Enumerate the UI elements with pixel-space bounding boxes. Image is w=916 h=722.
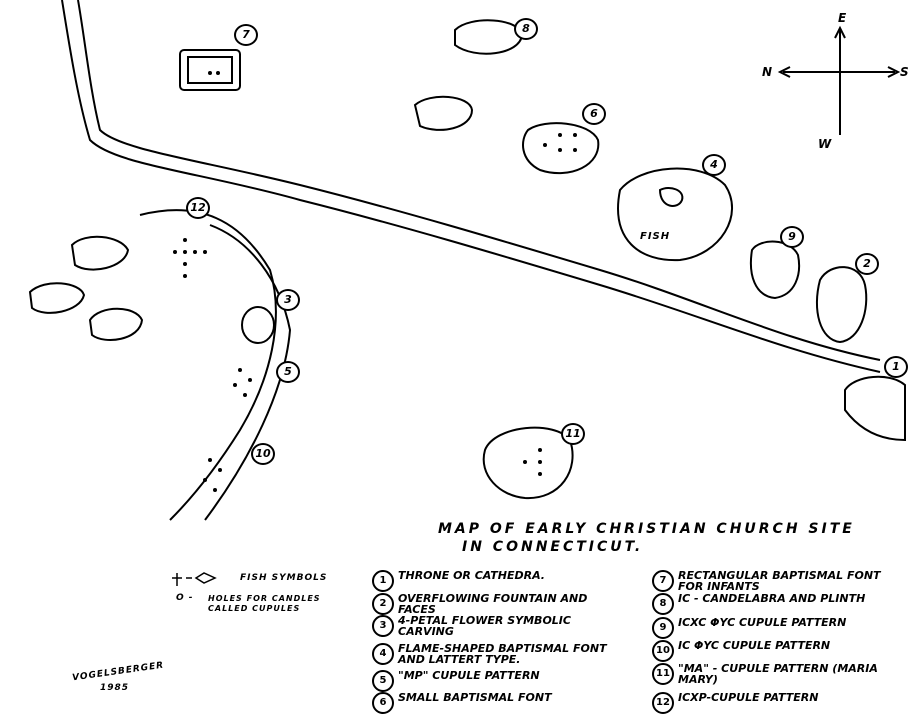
- legend-item-2: 2Overflowing fountain and faces: [372, 593, 628, 615]
- rock-left-3: [88, 307, 144, 341]
- legend-text: Rectangular baptismal font for infants: [678, 569, 881, 593]
- legend-item-3: 34-Petal flower symbolic carving: [372, 615, 598, 637]
- legend-text: Overflowing fountain and faces: [398, 592, 588, 616]
- rock-6: [522, 122, 600, 175]
- stream-bank: [61, 0, 881, 373]
- compass-south: S: [900, 65, 910, 79]
- legend-item-7: 7Rectangular baptismal font for infants: [652, 570, 898, 592]
- legend-num: 10: [652, 640, 674, 662]
- rock-left-2: [28, 282, 86, 314]
- legend-num: 9: [652, 617, 674, 639]
- marker-1: 1: [884, 356, 908, 378]
- legend-item-4: 4Flame-shaped baptismal font and lattert…: [372, 643, 608, 665]
- map-subtitle: in Connecticut.: [462, 539, 644, 555]
- map-title: Map of Early Christian Church Site: [438, 521, 855, 537]
- rock-1: [844, 375, 906, 442]
- fish-symbol-icon: [172, 572, 217, 586]
- rock-4: [617, 167, 734, 262]
- rock-left-1: [70, 235, 130, 271]
- legend-item-10: 10 IC ΦYC cupule pattern: [652, 640, 830, 662]
- legend-item-12: 12 ICXP-cupule pattern: [652, 692, 818, 714]
- rock-11: [482, 426, 574, 500]
- legend-num: 7: [652, 570, 674, 592]
- legend-num: 5: [372, 670, 394, 692]
- legend-item-9: 9 ICXC ΦYC cupule pattern: [652, 617, 846, 639]
- legend-num: 12: [652, 692, 674, 714]
- legend-item-5: 5 "MP" cupule pattern: [372, 670, 540, 692]
- marker-8: 8: [514, 18, 538, 40]
- marker-2: 2: [855, 253, 879, 275]
- marker-10: 10: [251, 443, 275, 465]
- legend-text: "MP" cupule pattern: [398, 669, 540, 682]
- rock-7: [179, 49, 241, 91]
- legend-item-6: 6 Small baptismal font: [372, 692, 552, 714]
- legend-num: 4: [372, 643, 394, 665]
- marker-3: 3: [276, 289, 300, 311]
- legend-text: Flame-shaped baptismal font and lattert …: [398, 642, 607, 666]
- signature-year: 1985: [100, 683, 130, 693]
- marker-5: 5: [276, 361, 300, 383]
- legend-item-8: 8 IC - Candelabra and plinth: [652, 593, 865, 615]
- legend-text: "MA" - cupule pattern (Maria Mary): [678, 662, 878, 686]
- legend-text: IC ΦYC cupule pattern: [678, 639, 831, 652]
- legend-num: 6: [372, 692, 394, 714]
- legend-text: ICXC ΦYC cupule pattern: [678, 616, 847, 629]
- legend-num: 8: [652, 593, 674, 615]
- legend-text: 4-Petal flower symbolic carving: [398, 614, 571, 638]
- legend-num: 1: [372, 570, 394, 592]
- fish-symbols-label: Fish symbols: [240, 573, 328, 583]
- hill-boundary-inner: [204, 224, 292, 521]
- hill-boundary: [139, 209, 277, 521]
- compass-east: E: [838, 11, 848, 25]
- compass-west: W: [818, 137, 833, 151]
- rock-2: [816, 266, 868, 344]
- legend-num: 3: [372, 615, 394, 637]
- rock-8: [454, 19, 524, 55]
- marker-12: 12: [186, 197, 210, 219]
- legend-text: IC - Candelabra and plinth: [678, 592, 866, 605]
- marker-11: 11: [561, 423, 585, 445]
- rock-hole: [658, 187, 684, 207]
- rock-9: [749, 240, 800, 300]
- rock-unnamed: [413, 95, 474, 131]
- legend-item-11: 11"MA" - cupule pattern (Maria Mary): [652, 663, 916, 685]
- legend-text: ICXP-cupule pattern: [678, 691, 819, 704]
- legend-text: Small baptismal font: [398, 691, 552, 704]
- marker-6: 6: [582, 103, 606, 125]
- legend-item-1: 1 Throne or Cathedra.: [372, 570, 545, 592]
- cupule-symbol: o -: [176, 593, 194, 603]
- cupules-label: Holes for candles called cupules: [208, 594, 321, 613]
- legend-num: 2: [372, 593, 394, 615]
- stream: [77, 0, 881, 361]
- fish-label: FISH: [640, 231, 671, 242]
- marker-9: 9: [780, 226, 804, 248]
- rock-3: [241, 306, 275, 344]
- marker-4: 4: [702, 154, 726, 176]
- marker-7: 7: [234, 24, 258, 46]
- legend-num: 11: [652, 663, 674, 685]
- compass-north: N: [762, 65, 774, 79]
- legend-text: Throne or Cathedra.: [398, 569, 545, 582]
- cupules: [173, 71, 577, 492]
- compass-icon: [777, 25, 901, 135]
